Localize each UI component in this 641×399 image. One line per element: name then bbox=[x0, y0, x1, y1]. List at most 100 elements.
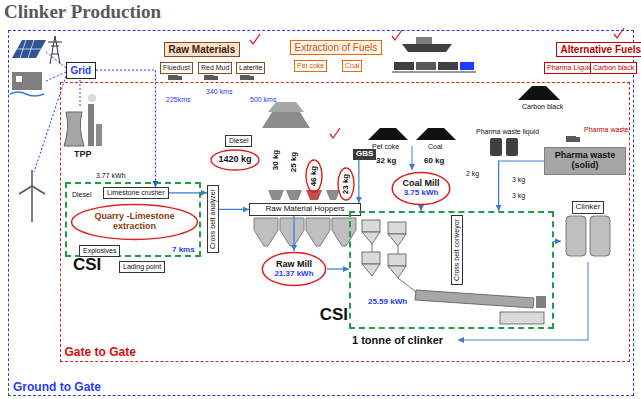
ship bbox=[416, 37, 432, 44]
node-label: Pharma waste (solid) bbox=[548, 151, 622, 171]
value-label: Carbon black bbox=[590, 62, 637, 74]
value-label: 1 tonne of clinker bbox=[352, 334, 443, 346]
node-label: Diesel bbox=[229, 137, 248, 145]
node-label: Quarry -Limestone extraction bbox=[85, 212, 185, 232]
value-label: 3 kg bbox=[512, 192, 525, 200]
value-label: Pharma Liquid bbox=[544, 62, 595, 74]
ship bbox=[402, 37, 452, 52]
value-label: 25.59 kWh bbox=[368, 298, 407, 307]
highlight-ring bbox=[211, 150, 259, 170]
node-label: Cross belt conveyor bbox=[453, 219, 461, 281]
value-label: 32 kg bbox=[376, 157, 396, 166]
power-line bbox=[44, 72, 66, 82]
grid-box: Grid bbox=[66, 62, 97, 79]
flow-arrow bbox=[293, 216, 294, 251]
value-label: 340 kms bbox=[206, 88, 232, 96]
preheater bbox=[388, 254, 406, 266]
value-label: 7 kms bbox=[172, 246, 195, 255]
process-box: Lading point bbox=[119, 261, 165, 273]
ship bbox=[402, 44, 452, 52]
truck bbox=[204, 75, 214, 80]
power-line bbox=[80, 80, 81, 106]
highlighted-process: Coal Mill3.75 kWh bbox=[391, 171, 451, 206]
check-mark bbox=[330, 128, 340, 138]
node-label: CSI bbox=[320, 306, 348, 325]
node-label: Coal Mill bbox=[402, 179, 439, 189]
flow-arrow bbox=[96, 70, 155, 187]
flow-arrow bbox=[169, 192, 207, 193]
equipment-box: Cross belt conveyor bbox=[451, 215, 463, 285]
preheater bbox=[388, 266, 406, 278]
solar-panel bbox=[12, 40, 46, 58]
category-box: Raw Materials bbox=[164, 42, 241, 57]
node-label: 3.75 kWh bbox=[404, 189, 439, 198]
node-label: Lading point bbox=[123, 263, 161, 271]
power-plant bbox=[64, 112, 84, 146]
rotary-kiln bbox=[500, 312, 544, 324]
preheater bbox=[362, 220, 416, 292]
highlight-ring bbox=[306, 160, 322, 192]
clinker-silo bbox=[566, 216, 610, 256]
value-label: Pet coke bbox=[372, 143, 399, 151]
train bbox=[392, 62, 476, 72]
value-label: 225kms bbox=[166, 96, 191, 104]
ellipse-outline bbox=[72, 205, 198, 240]
flow-arrow bbox=[219, 209, 249, 210]
train bbox=[460, 62, 474, 70]
quantity-label: 25 kg bbox=[290, 152, 299, 172]
flow-arrow bbox=[327, 268, 349, 269]
hopper bbox=[306, 218, 330, 246]
feed-bin bbox=[268, 190, 284, 200]
highlight-ring bbox=[338, 168, 354, 200]
wind-turbine bbox=[31, 170, 33, 186]
power-line bbox=[46, 52, 66, 68]
node-label: Clinker bbox=[572, 201, 605, 214]
node-label: 21.37 kWh bbox=[274, 270, 313, 279]
node-label: CSI bbox=[73, 256, 101, 275]
value-label: Red Mud bbox=[198, 62, 232, 74]
value-label: Pharma waste liquid bbox=[476, 128, 539, 136]
process-box: Limestone crusher bbox=[103, 187, 169, 199]
boundary-region: Ground to GateGate to GateCSILimestone c… bbox=[8, 30, 634, 396]
category-box: Extraction of Fuels bbox=[290, 40, 383, 55]
truck bbox=[178, 76, 182, 80]
value-label: Pet coke bbox=[294, 60, 327, 72]
solar-panel bbox=[17, 40, 41, 58]
value-label: 1420 kg bbox=[218, 155, 251, 165]
check-mark bbox=[392, 30, 402, 40]
check-mark bbox=[250, 34, 260, 44]
clinker-silo bbox=[566, 216, 586, 256]
process-box: Explosives bbox=[79, 245, 120, 257]
category-box: Alternative Fuels bbox=[556, 42, 641, 57]
truck bbox=[576, 137, 580, 142]
node-label: Ground to Gate bbox=[13, 381, 101, 394]
node-label: Raw Material Hoppers bbox=[253, 205, 357, 214]
quantity-label: 46 kg bbox=[310, 166, 319, 186]
preheater bbox=[362, 220, 380, 232]
solar-panel bbox=[12, 40, 46, 58]
hydro-plant bbox=[16, 76, 22, 82]
value-label: Coal bbox=[428, 143, 442, 151]
stockpile bbox=[268, 102, 304, 112]
fuel-pile bbox=[518, 86, 560, 100]
feed-bin bbox=[326, 190, 340, 200]
truck bbox=[250, 76, 254, 80]
boundary-region: Gate to GateCSILimestone crusherQuarry -… bbox=[60, 82, 630, 362]
hopper bbox=[332, 218, 356, 246]
power-plant bbox=[96, 124, 102, 146]
quantity-label: 23 kg bbox=[342, 174, 351, 194]
train bbox=[416, 62, 436, 70]
value-label: 2 kg bbox=[466, 170, 479, 178]
feed-bin bbox=[286, 190, 302, 200]
train bbox=[438, 62, 458, 70]
power-line bbox=[34, 76, 66, 172]
flow-arrow bbox=[499, 161, 544, 211]
feed-bin bbox=[268, 190, 340, 200]
rotary-kiln bbox=[415, 290, 546, 324]
power-plant bbox=[64, 94, 102, 146]
barrel bbox=[506, 138, 518, 156]
node-label: Extraction of Fuels bbox=[295, 42, 378, 53]
hopper bbox=[254, 218, 356, 246]
preheater bbox=[388, 234, 406, 246]
